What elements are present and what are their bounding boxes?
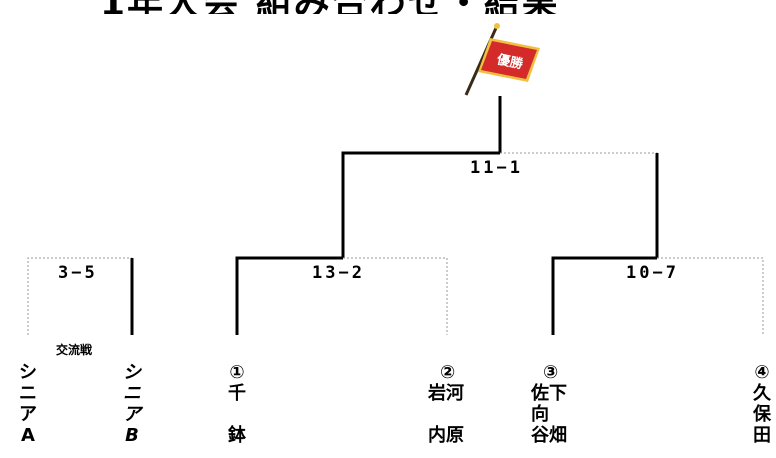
team-senior-a: シ ニ ア A [19, 362, 37, 446]
semi-right-loser [657, 257, 764, 335]
exchange-loser [27, 257, 132, 335]
final-bar-right [500, 152, 658, 258]
semi-right-winner [551, 256, 657, 335]
semi-left-loser [343, 257, 448, 335]
team-1: ① 千 鉢 [228, 362, 246, 446]
team-4: ④ 久 保 田 [753, 362, 771, 446]
victory-flag-icon: 優勝 [464, 23, 540, 96]
final-bar-left [341, 151, 500, 258]
team-senior-b: シ ニ ア B [123, 362, 141, 446]
page-title: 1年大会 組み合わせ・結果 [100, 0, 700, 14]
team-2: ② 岩河 内原 [428, 362, 464, 446]
score-semi-left: 13−2 [312, 263, 365, 283]
score-exchange: 3−5 [58, 263, 98, 283]
flag-text: 優勝 [495, 51, 526, 72]
score-semi-right: 10−7 [626, 263, 679, 283]
score-final: 11−1 [470, 158, 523, 178]
exchange-label: 交流戦 [56, 343, 93, 357]
semi-left-winner [235, 256, 343, 335]
team-3: ③ 佐下 向 谷畑 [531, 362, 567, 446]
